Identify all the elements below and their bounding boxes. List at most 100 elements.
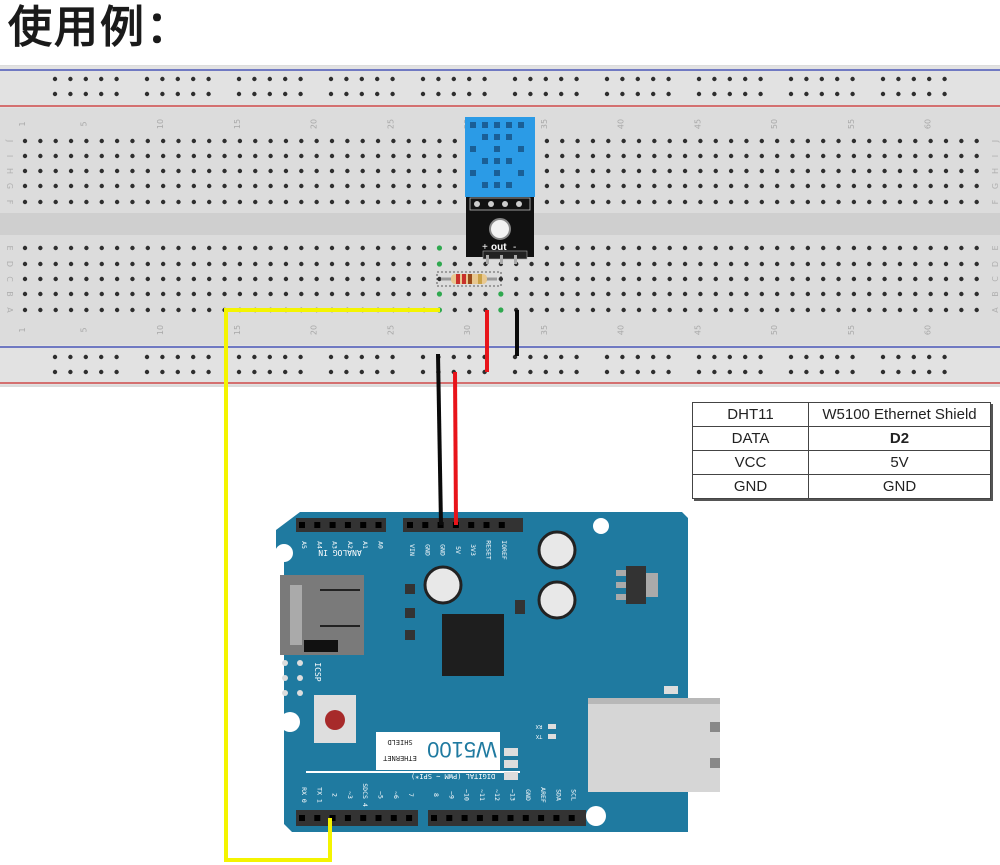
rail-hole xyxy=(160,369,165,375)
row-label: E xyxy=(5,245,14,250)
breadboard-hole xyxy=(913,245,918,251)
breadboard-hole xyxy=(821,168,826,174)
breadboard-hole xyxy=(606,138,611,144)
breadboard-hole xyxy=(575,261,580,267)
breadboard-hole xyxy=(851,245,857,251)
breadboard-hole xyxy=(99,138,104,144)
pin-label: A1 xyxy=(361,541,369,549)
breadboard-hole xyxy=(176,153,181,159)
rail-hole xyxy=(467,354,472,360)
breadboard-hole xyxy=(253,291,258,297)
analog-in-label: ANALOG IN xyxy=(318,548,362,557)
breadboard-hole xyxy=(314,138,319,144)
rail-hole xyxy=(283,354,288,360)
breadboard-hole xyxy=(452,183,457,189)
breadboard-hole xyxy=(99,307,104,313)
column-label: 40 xyxy=(617,325,626,335)
header-pin xyxy=(507,815,514,821)
breadboard-hole xyxy=(22,138,28,144)
rail-hole xyxy=(99,354,104,360)
breadboard-hole xyxy=(53,291,58,297)
pin-label: SCL xyxy=(570,789,578,801)
breadboard-hole xyxy=(867,183,872,189)
pin-label: 2 xyxy=(331,793,339,797)
breadboard-hole xyxy=(222,138,227,144)
breadboard-hole xyxy=(360,199,365,205)
breadboard-hole xyxy=(345,153,350,159)
capacitor xyxy=(423,565,463,605)
rail-hole xyxy=(175,76,180,82)
logo-main: W5100 xyxy=(427,737,497,762)
breadboard-hole xyxy=(943,153,949,159)
breadboard-hole xyxy=(790,199,795,205)
rail-hole xyxy=(482,91,487,97)
breadboard-hole xyxy=(759,183,764,189)
status-led xyxy=(504,748,518,756)
breadboard-hole xyxy=(882,168,887,174)
breadboard-hole xyxy=(560,183,565,189)
breadboard-hole xyxy=(529,307,534,313)
breadboard-hole xyxy=(84,307,89,313)
data-wire xyxy=(224,308,440,862)
breadboard-hole xyxy=(391,138,396,144)
breadboard-hole xyxy=(176,307,181,313)
breadboard-hole xyxy=(713,291,718,297)
breadboard-hole xyxy=(68,153,74,159)
breadboard-hole xyxy=(943,276,949,282)
breadboard-hole xyxy=(114,291,120,297)
row-label: B xyxy=(991,291,1000,297)
icsp-header xyxy=(282,660,303,696)
breadboard-hole xyxy=(544,276,550,282)
rail-hole xyxy=(850,354,855,360)
breadboard-hole xyxy=(774,291,780,297)
breadboard-hole xyxy=(774,307,780,313)
rail-hole xyxy=(528,76,533,82)
breadboard-hole xyxy=(375,168,381,174)
breadboard-hole xyxy=(867,245,872,251)
rail-hole xyxy=(375,76,380,82)
breadboard-hole xyxy=(790,261,795,267)
breadboard-hole xyxy=(959,138,964,144)
breadboard-hole xyxy=(237,261,243,267)
header-pin xyxy=(492,815,499,821)
pin-label: A2 xyxy=(346,541,354,549)
rail-hole xyxy=(375,369,380,375)
breadboard-hole xyxy=(222,183,227,189)
rail-hole xyxy=(727,354,732,360)
breadboard-hole xyxy=(360,153,365,159)
breadboard-hole xyxy=(897,138,903,144)
breadboard-hole xyxy=(636,168,642,174)
breadboard-hole xyxy=(99,153,104,159)
rail-hole xyxy=(512,91,518,97)
breadboard-hole xyxy=(268,245,273,251)
rail-hole xyxy=(604,76,610,82)
rail-hole xyxy=(359,354,364,360)
breadboard-hole xyxy=(636,307,642,313)
breadboard-hole xyxy=(790,276,795,282)
breadboard-hole xyxy=(652,307,657,313)
status-led xyxy=(664,686,678,694)
breadboard-hole xyxy=(253,261,258,267)
breadboard-hole xyxy=(421,199,427,205)
breadboard-hole xyxy=(560,276,565,282)
breadboard-hole xyxy=(299,245,304,251)
breadboard-hole xyxy=(759,245,764,251)
rail-hole xyxy=(68,354,73,360)
rail-hole xyxy=(191,369,196,375)
breadboard-hole xyxy=(345,245,350,251)
breadboard-hole xyxy=(375,291,381,297)
breadboard-hole xyxy=(145,168,150,174)
breadboard-hole xyxy=(53,261,58,267)
tx-led-label: TX xyxy=(535,733,543,739)
breadboard-hole xyxy=(728,291,734,297)
rail-hole xyxy=(559,76,564,82)
breadboard-hole xyxy=(897,168,903,174)
digital-label: DIGITAL (PWM ~ SPI*) xyxy=(411,772,495,780)
breadboard-hole xyxy=(360,245,365,251)
rail-hole xyxy=(743,354,748,360)
breadboard-hole xyxy=(606,291,611,297)
pin-label: ~13 xyxy=(509,789,517,801)
breadboard-hole xyxy=(836,261,841,267)
breadboard-hole xyxy=(959,261,964,267)
header-pin xyxy=(498,522,505,528)
